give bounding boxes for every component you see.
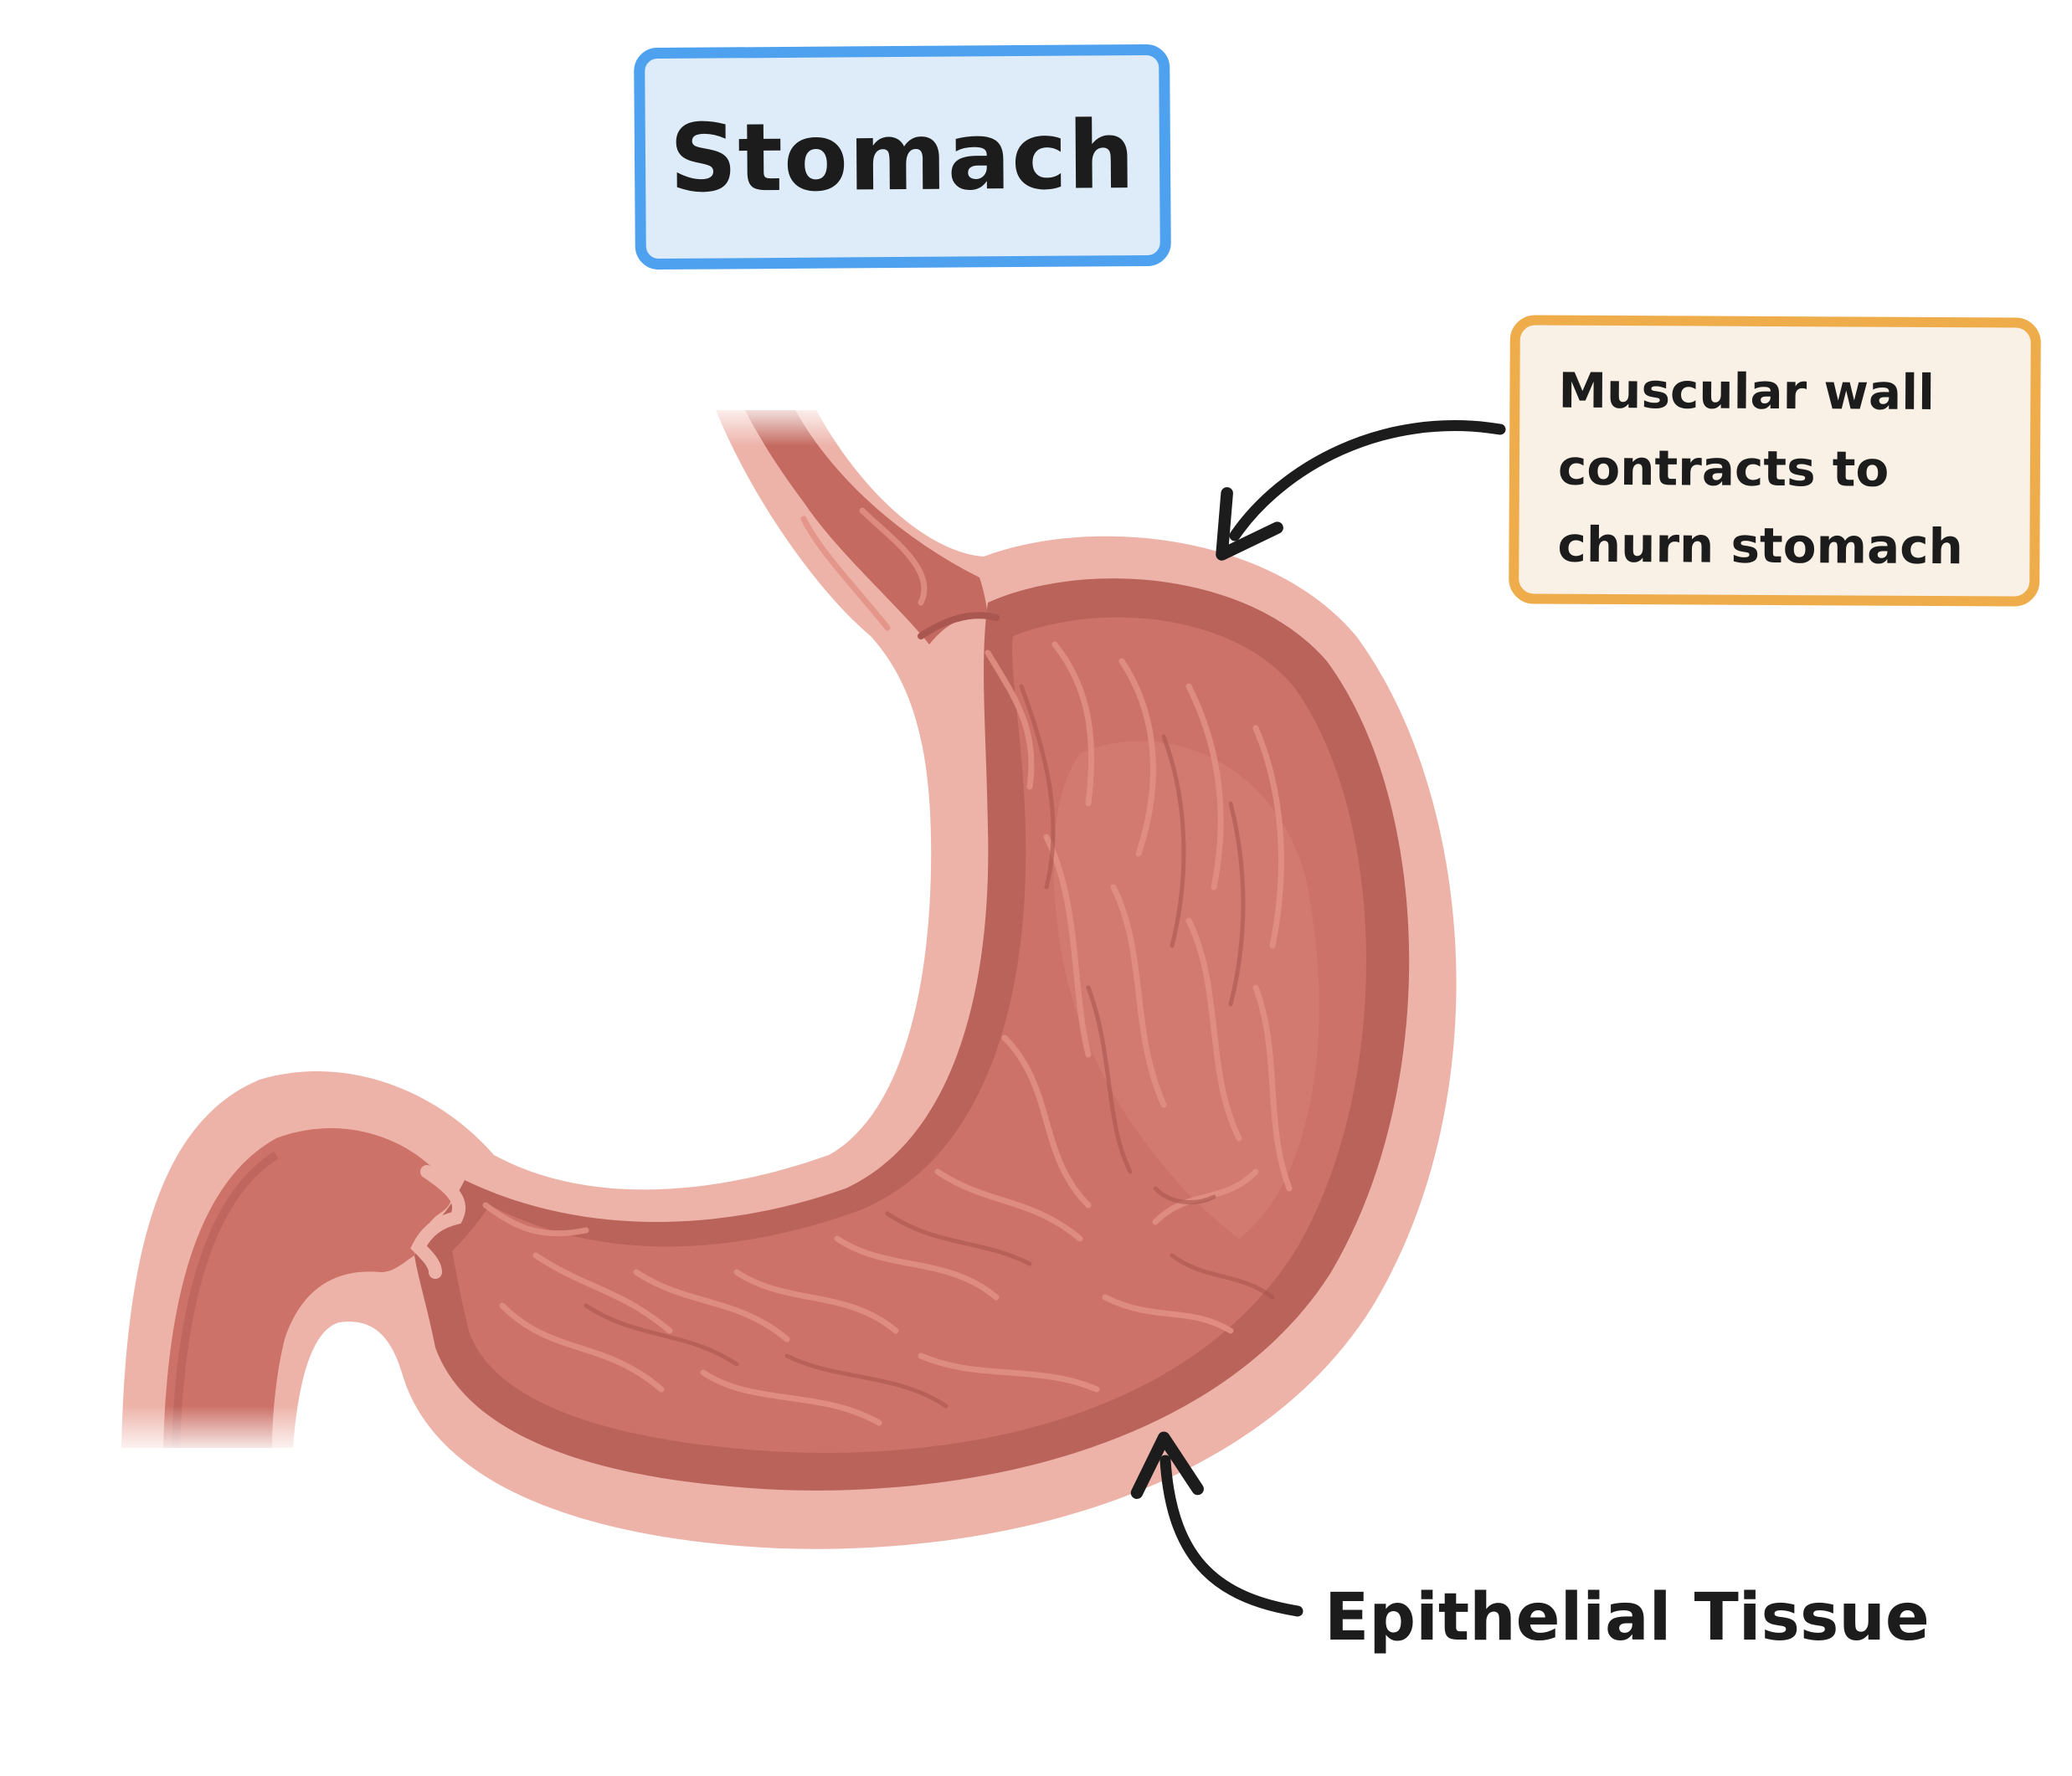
pylorus — [410, 1165, 466, 1279]
muscular-wall-callout: Muscular wall contracts to churn stomach — [1509, 315, 2041, 607]
title-box: Stomach — [634, 44, 1171, 270]
epithelial-tissue-label: Epithelial Tissue — [1324, 1580, 1930, 1655]
curved-arrow-icon — [1130, 1431, 1303, 1617]
callout-line: churn stomach — [1557, 516, 1964, 576]
stomach-sheen — [1053, 741, 1319, 1239]
esophagus-fade — [686, 400, 854, 446]
callout-line: Muscular wall — [1558, 362, 1936, 421]
diagram-title: Stomach — [669, 100, 1136, 213]
gastric-folds-dark — [584, 684, 1275, 1409]
duodenum — [163, 1128, 452, 1448]
curved-arrow-icon — [1216, 420, 1506, 561]
duodenum-inner-edge — [172, 1151, 279, 1449]
gastric-folds — [482, 507, 1293, 1426]
cardiac-sphincter — [918, 612, 1000, 639]
esophagus — [745, 410, 988, 644]
stomach-illustration — [109, 400, 1457, 1549]
callout-line: contracts to — [1557, 439, 1889, 498]
duodenum-fade — [109, 1406, 310, 1456]
